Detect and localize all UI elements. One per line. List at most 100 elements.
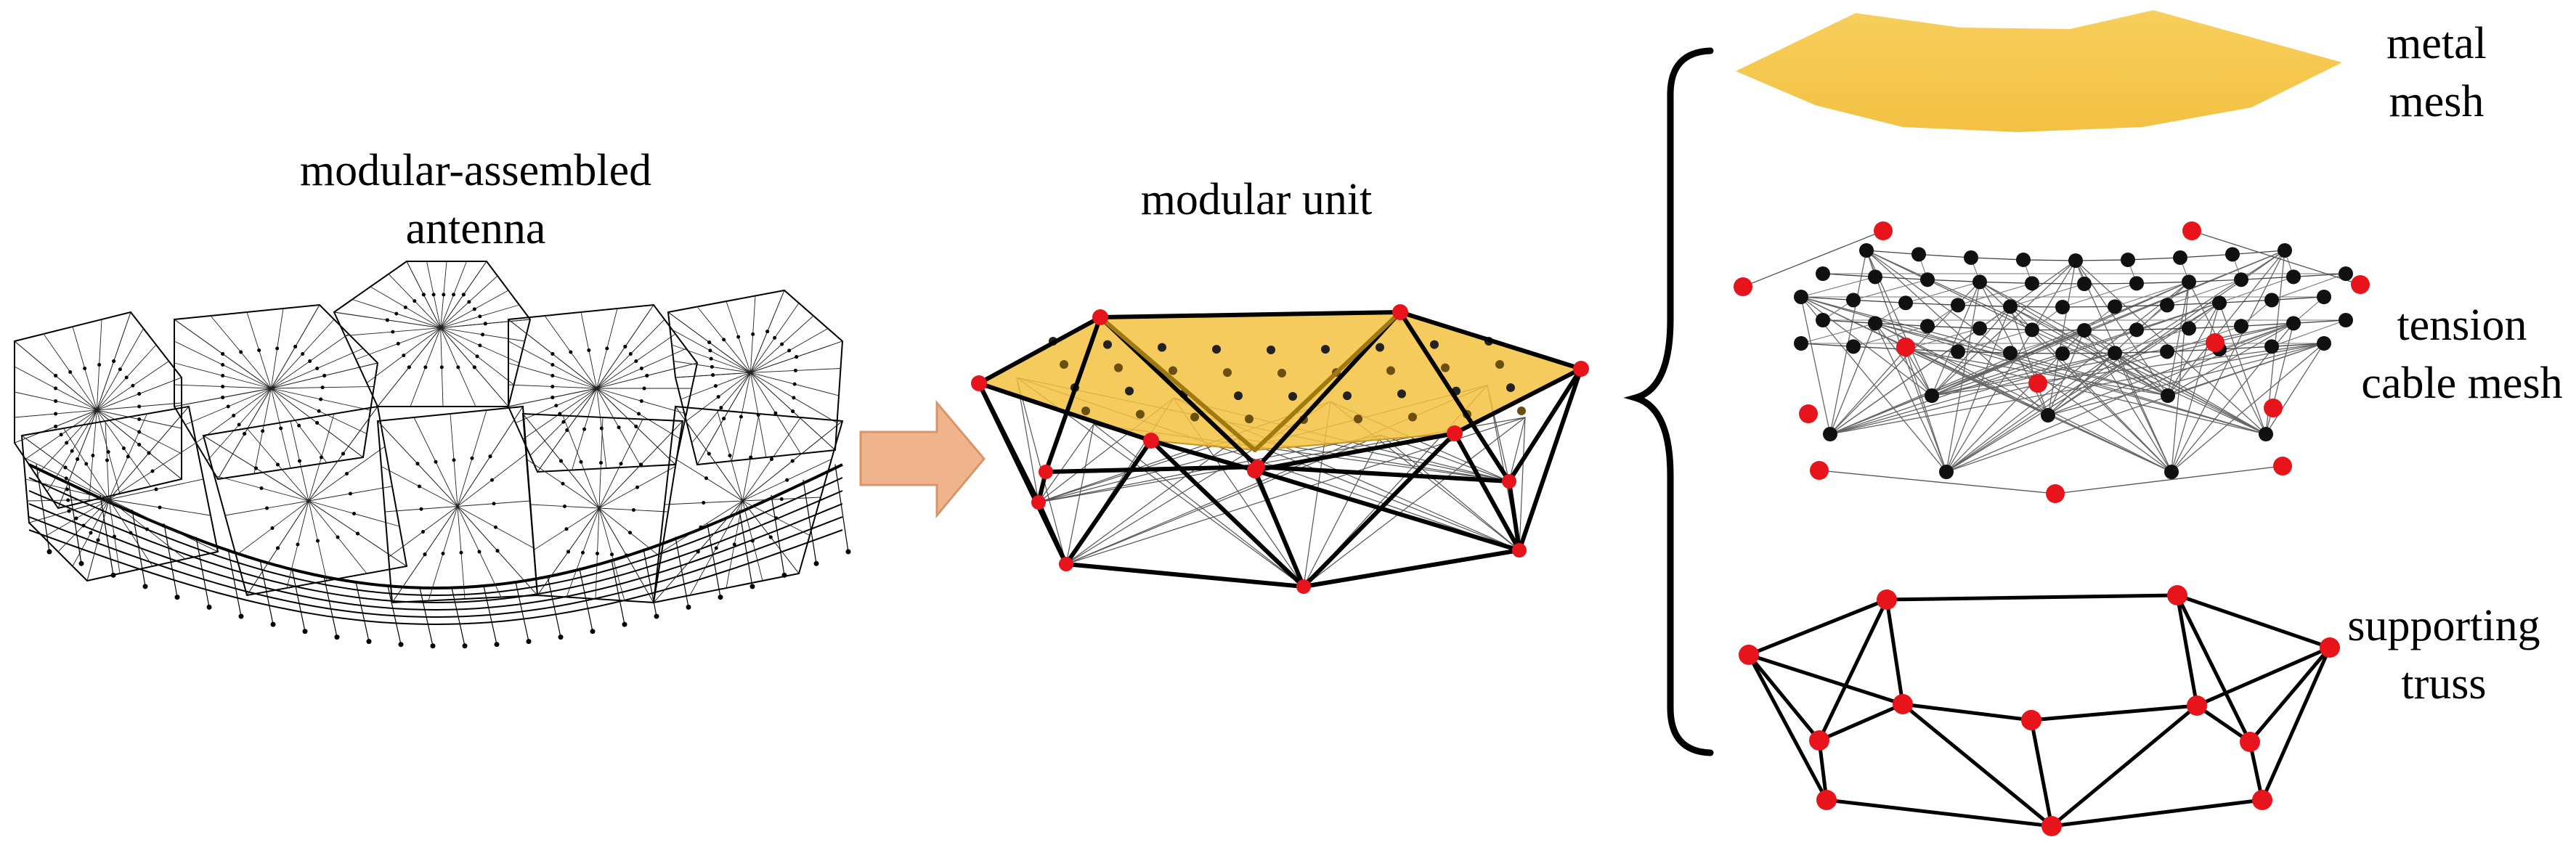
antenna-mesh-node — [96, 538, 100, 542]
antenna-mesh-node — [105, 458, 109, 462]
antenna-mesh-node — [550, 363, 555, 367]
antenna-mesh-node — [259, 486, 264, 490]
antenna-mesh-node — [293, 345, 298, 348]
antenna-mesh-node — [63, 465, 68, 470]
antenna-mesh-node — [65, 487, 69, 491]
cable-line — [2010, 283, 2085, 307]
antenna-mesh-node — [622, 621, 627, 627]
antenna-mesh-node — [708, 348, 712, 353]
antenna-mesh-node — [707, 452, 711, 456]
metal-mesh-surface — [1736, 10, 2342, 132]
antenna-mesh-node — [596, 552, 599, 555]
antenna-mesh-node — [320, 455, 323, 460]
cable-line — [1508, 417, 1526, 482]
cable-line — [2084, 282, 2137, 285]
cable-node — [1441, 363, 1450, 372]
truss-member — [2049, 798, 2264, 828]
cable-line — [2271, 319, 2347, 347]
truss-member — [1398, 310, 1511, 483]
cable-line — [2271, 343, 2325, 347]
unit-truss-node — [1251, 460, 1265, 474]
cable-node — [1972, 321, 1987, 336]
cable-line — [2293, 273, 2347, 277]
cable-node — [2234, 272, 2248, 287]
cable-node — [2025, 322, 2039, 338]
antenna-mesh-node — [564, 527, 569, 531]
antenna-mesh-node — [462, 643, 468, 649]
truss-node — [2167, 585, 2187, 605]
antenna-mesh-node — [150, 469, 155, 473]
antenna-mesh-node — [129, 531, 133, 535]
truss-node — [1809, 730, 1829, 751]
cable-line — [1800, 276, 1876, 298]
antenna-truss-line — [803, 479, 817, 564]
cable-line — [1979, 327, 2033, 330]
antenna-mesh-node — [137, 443, 142, 446]
cable-node — [1103, 340, 1112, 349]
antenna-mesh-node — [147, 451, 151, 455]
antenna-mesh-node — [472, 307, 476, 311]
antenna-mesh-node — [421, 293, 426, 297]
truss-node — [1816, 790, 1837, 810]
unit-truss-node — [1512, 543, 1527, 558]
cable-line — [1822, 273, 1876, 277]
antenna-mesh-node — [845, 549, 851, 555]
antenna-mesh-node — [793, 368, 797, 372]
antenna-mesh-node — [243, 432, 247, 436]
cable-line — [1905, 281, 1980, 303]
antenna-mesh-node — [137, 392, 142, 396]
cable-line — [1381, 434, 1520, 551]
assembled-antenna — [14, 261, 851, 649]
cable-node — [2055, 300, 2070, 314]
antenna-mesh-node — [599, 461, 603, 465]
cable-node — [1794, 336, 1808, 351]
antenna-mesh-node — [81, 523, 86, 528]
cable-node — [1245, 415, 1254, 424]
antenna-mesh-node — [550, 385, 555, 388]
antenna-mesh-node — [749, 455, 753, 460]
cable-line — [2171, 250, 2286, 473]
cable-boundary-node — [2206, 333, 2224, 352]
antenna-mesh-node — [699, 525, 703, 529]
truss-member — [1064, 562, 1306, 589]
metal-mesh-label: metal mesh — [2335, 15, 2538, 131]
antenna-mesh-node — [297, 423, 301, 428]
antenna-mesh-node — [619, 462, 623, 466]
antenna-mesh-node — [221, 374, 225, 377]
antenna-mesh-node — [46, 549, 52, 555]
cable-node — [2003, 346, 2018, 361]
antenna-mesh-node — [315, 421, 320, 425]
antenna-truss-line — [163, 523, 178, 598]
cable-line — [1905, 348, 1933, 396]
antenna-mesh-node — [639, 462, 643, 467]
cable-node — [2108, 299, 2122, 314]
cable-line — [1800, 296, 1854, 301]
antenna-truss-line — [675, 536, 689, 608]
cable-node — [2339, 313, 2353, 327]
supporting-truss-label-line1: supporting — [2347, 601, 2540, 650]
cable-line — [1927, 279, 1980, 282]
cable-node — [2259, 427, 2273, 441]
antenna-mesh-node — [345, 472, 349, 475]
antenna-mesh-node — [403, 305, 407, 309]
cable-node — [1794, 290, 1808, 304]
antenna-panel — [202, 405, 408, 597]
antenna-mesh-node — [276, 546, 280, 550]
cable-node — [1354, 415, 1362, 424]
antenna-rim-curve — [28, 477, 843, 597]
antenna-mesh-node — [232, 414, 236, 417]
truss-member — [1507, 479, 1521, 552]
cable-line — [1065, 423, 1094, 565]
cable-node — [1386, 366, 1395, 375]
truss-member — [1901, 702, 2033, 722]
antenna-mesh-node — [477, 550, 482, 554]
antenna-rim-curve — [28, 516, 843, 619]
cable-line — [2136, 281, 2190, 284]
antenna-truss-line — [483, 585, 497, 645]
modular-unit — [971, 304, 1589, 594]
unit-truss-node — [1573, 361, 1589, 377]
cable-line — [2293, 319, 2347, 324]
cable-node — [1136, 409, 1145, 419]
antenna-truss-line — [515, 581, 529, 642]
antenna-mesh-node — [301, 352, 305, 356]
